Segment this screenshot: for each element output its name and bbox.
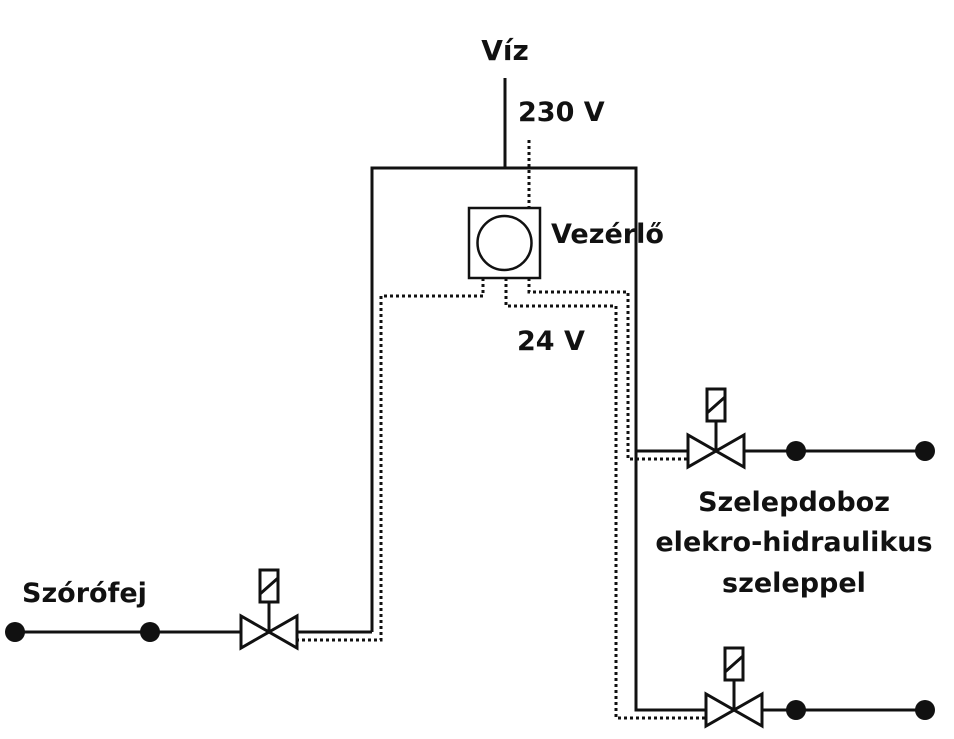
water-pipes xyxy=(15,78,925,712)
label-water: Víz xyxy=(481,34,529,67)
controller-dial-icon xyxy=(476,214,533,272)
wire-to-upper-valve xyxy=(527,278,688,461)
node xyxy=(140,622,160,642)
label-sprinkler-head: Szórófej xyxy=(22,578,147,609)
node xyxy=(915,700,935,720)
wire-to-lower-valve xyxy=(504,278,706,720)
valve-sprinkler-icon xyxy=(239,568,299,650)
wire-to-sprinkler-valve xyxy=(297,278,485,642)
label-valve-box-line1: Szelepdoboz xyxy=(698,487,890,518)
node xyxy=(5,622,25,642)
node xyxy=(786,441,806,461)
label-controller: Vezérlő xyxy=(551,219,664,250)
controller-unit xyxy=(467,206,542,280)
label-valve-box-line3: szeleppel xyxy=(722,568,866,599)
node xyxy=(915,441,935,461)
pipe-nodes xyxy=(5,441,935,720)
label-mains-voltage: 230 V xyxy=(518,97,605,128)
valve-lower-icon xyxy=(704,646,764,728)
main-distribution-loop xyxy=(370,166,706,712)
valve-upper-icon xyxy=(686,387,746,469)
label-valve-box-line2: elekro-hidraulikus xyxy=(655,527,932,558)
node xyxy=(786,700,806,720)
electric-wires xyxy=(297,140,706,720)
label-low-voltage: 24 V xyxy=(517,326,585,357)
